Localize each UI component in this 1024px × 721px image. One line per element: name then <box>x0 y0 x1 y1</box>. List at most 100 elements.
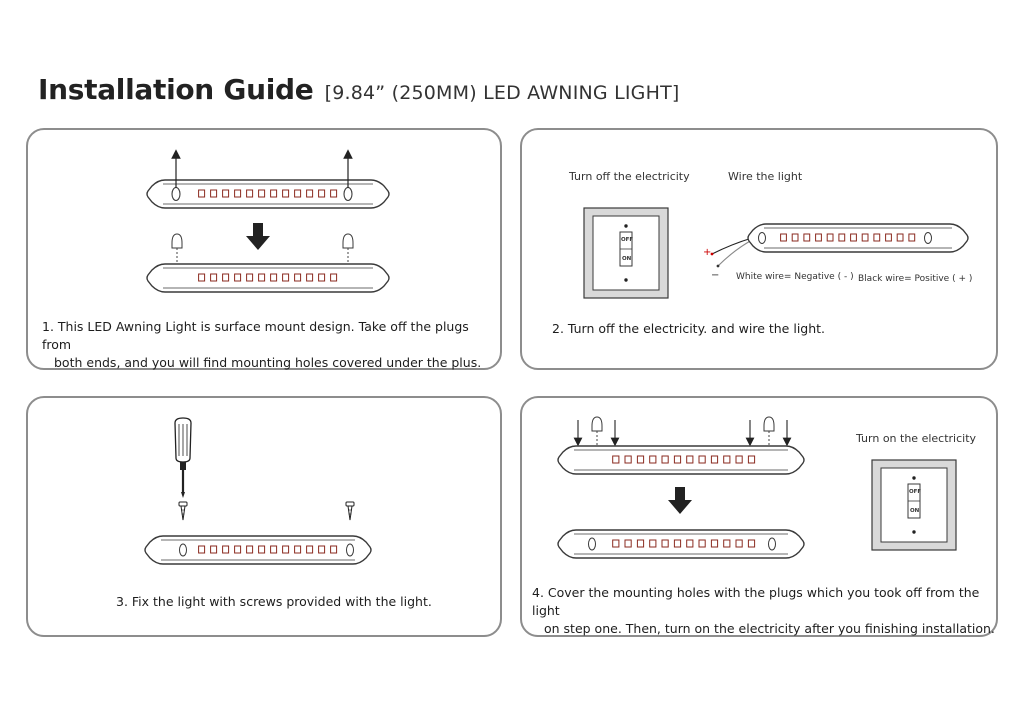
step-2-illustration <box>583 207 969 299</box>
led-chip <box>826 233 834 242</box>
screw-icon <box>178 501 188 521</box>
led-chip <box>294 273 302 282</box>
mounting-hole <box>924 232 932 244</box>
led-chip <box>838 233 846 242</box>
led-chip <box>885 233 892 242</box>
mounting-hole <box>171 186 181 202</box>
led-chip <box>330 189 338 198</box>
led-chip <box>330 545 338 554</box>
led-chip <box>198 545 206 554</box>
light-bar-top <box>146 179 390 209</box>
step-3-illustration <box>144 417 372 565</box>
led-chip <box>686 539 694 548</box>
led-chip <box>673 455 682 464</box>
step-2-panel: Turn off the electricity Wire the light <box>520 128 998 370</box>
led-chip <box>612 455 620 464</box>
led-chip <box>723 539 731 548</box>
led-chip <box>318 273 326 282</box>
wall-switch-off <box>583 207 669 299</box>
led-chip <box>282 545 290 554</box>
led-chip <box>661 539 669 548</box>
led-chip <box>624 539 632 548</box>
light-bar <box>747 223 969 253</box>
led-chip <box>270 273 278 282</box>
led-chip <box>246 273 254 282</box>
label-turn-on: Turn on the electricity <box>856 432 977 445</box>
title-main: Installation Guide <box>38 73 314 106</box>
led-chip <box>873 233 881 242</box>
led-chip <box>318 189 326 198</box>
led-chip <box>636 455 645 464</box>
led-chip <box>294 189 302 198</box>
led-chip <box>698 539 706 548</box>
led-chip <box>258 545 266 554</box>
led-chip <box>210 545 218 554</box>
led-chip <box>318 545 326 554</box>
step-4-illustration <box>557 416 957 559</box>
switch-on-label: ON <box>622 256 632 262</box>
led-chip <box>234 189 242 198</box>
led-chip <box>861 233 869 242</box>
step-3-panel: 3. Fix the light with screws provided wi… <box>26 396 502 637</box>
led-chip <box>649 539 657 548</box>
led-chip <box>222 273 230 282</box>
black-wire-label: Black wire= Positive ( + ) <box>858 274 973 284</box>
led-chip <box>198 189 206 198</box>
led-chip <box>258 273 266 282</box>
led-chip <box>896 233 904 242</box>
led-chip <box>735 455 743 464</box>
led-chip <box>624 455 632 464</box>
step-1-caption: 1. This LED Awning Light is surface moun… <box>42 318 492 372</box>
led-chip <box>246 545 254 554</box>
step-1-panel: 1. This LED Awning Light is surface moun… <box>26 128 502 370</box>
step-4-panel: Turn on the electricity OFF ON 4. Cover … <box>520 396 998 637</box>
led-chip <box>636 539 645 548</box>
led-chip <box>282 189 290 198</box>
light-bar <box>144 535 372 565</box>
led-chip <box>612 539 620 548</box>
led-chip <box>282 273 290 282</box>
led-chip <box>850 233 857 242</box>
step-4-caption: 4. Cover the mounting holes with the plu… <box>532 584 996 638</box>
title-subtitle: [9.84” (250MM) LED AWNING LIGHT] <box>324 82 680 104</box>
led-chip <box>198 273 206 282</box>
light-bar-bottom <box>557 529 805 559</box>
label-wire: Wire the light <box>728 170 803 183</box>
led-chip <box>747 539 756 548</box>
led-chip <box>258 189 266 198</box>
wire-plus-sign: + <box>703 247 712 258</box>
down-arrow-icon <box>246 223 270 250</box>
step-4-caption-line1: 4. Cover the mounting holes with the plu… <box>532 585 980 618</box>
led-chip <box>661 455 669 464</box>
led-chip <box>673 539 682 548</box>
step-2-caption-line1: 2. Turn off the electricity. and wire th… <box>552 321 826 336</box>
led-chip <box>294 545 302 554</box>
screwdriver-icon <box>174 417 192 498</box>
led-chip <box>710 455 719 464</box>
led-chip <box>306 189 314 198</box>
led-chip <box>234 545 242 554</box>
step-1-illustration <box>146 149 390 293</box>
led-chip <box>222 189 230 198</box>
led-chip <box>222 545 230 554</box>
white-wire-label: White wire= Negative ( - ) <box>736 272 854 282</box>
mounting-hole <box>343 186 353 202</box>
down-arrow-icon <box>668 487 692 514</box>
light-bar-top <box>557 445 805 475</box>
switch-on-label: ON <box>910 508 920 514</box>
led-chip <box>246 189 254 198</box>
led-chip <box>306 273 314 282</box>
switch-off-label: OFF <box>621 237 634 243</box>
led-chip <box>698 455 706 464</box>
led-chip <box>306 545 314 554</box>
led-chip <box>210 273 218 282</box>
led-chip <box>234 273 242 282</box>
step-2-caption: 2. Turn off the electricity. and wire th… <box>552 320 982 338</box>
wall-switch-on <box>871 459 957 551</box>
step-4-caption-line2: on step one. Then, turn on the electrici… <box>544 621 995 636</box>
led-chip <box>791 233 799 242</box>
led-chip <box>908 233 916 242</box>
led-chip <box>686 455 694 464</box>
screw-icon <box>345 501 355 521</box>
led-chip <box>735 539 743 548</box>
